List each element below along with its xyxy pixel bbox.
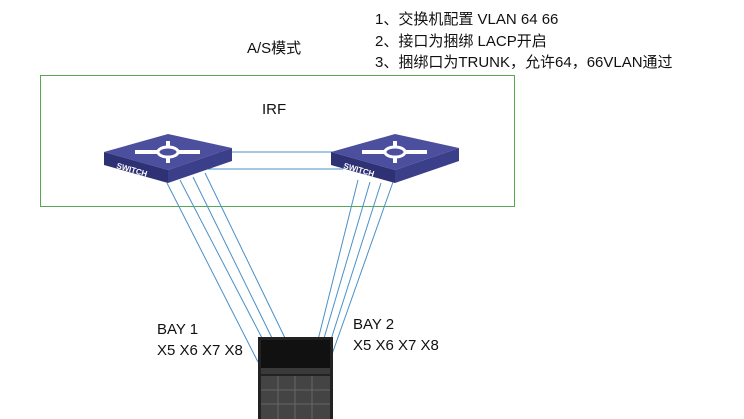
bay2-ports: X5 X6 X7 X8: [353, 337, 439, 354]
bay1-link: [166, 182, 259, 363]
note-3: 3、捆绑口为TRUNK，允许64，66VLAN通过: [375, 54, 673, 71]
bay1-link: [204, 172, 286, 339]
switch-left-icon: SWITCH: [104, 134, 232, 183]
irf-label: IRF: [262, 101, 287, 118]
note-2: 2、接口为捆绑 LACP开启: [375, 33, 547, 50]
bay2-link: [329, 181, 394, 361]
bay1-link: [179, 179, 263, 339]
bay1-link: [192, 176, 273, 339]
note-1: 1、交换机配置 VLAN 64 66: [375, 11, 559, 28]
bay2-link: [326, 182, 382, 353]
mode-label: A/S模式: [247, 40, 302, 57]
irf-group-box: [40, 75, 515, 207]
bay1-title: BAY 1: [157, 321, 199, 338]
bay2-title: BAY 2: [353, 316, 395, 333]
bay2-link: [321, 181, 371, 346]
bay2-link: [317, 179, 359, 341]
switch-right-icon: SWITCH: [331, 134, 459, 183]
bay1-ports: X5 X6 X7 X8: [157, 342, 243, 359]
blade-enclosure-icon: [258, 337, 333, 419]
